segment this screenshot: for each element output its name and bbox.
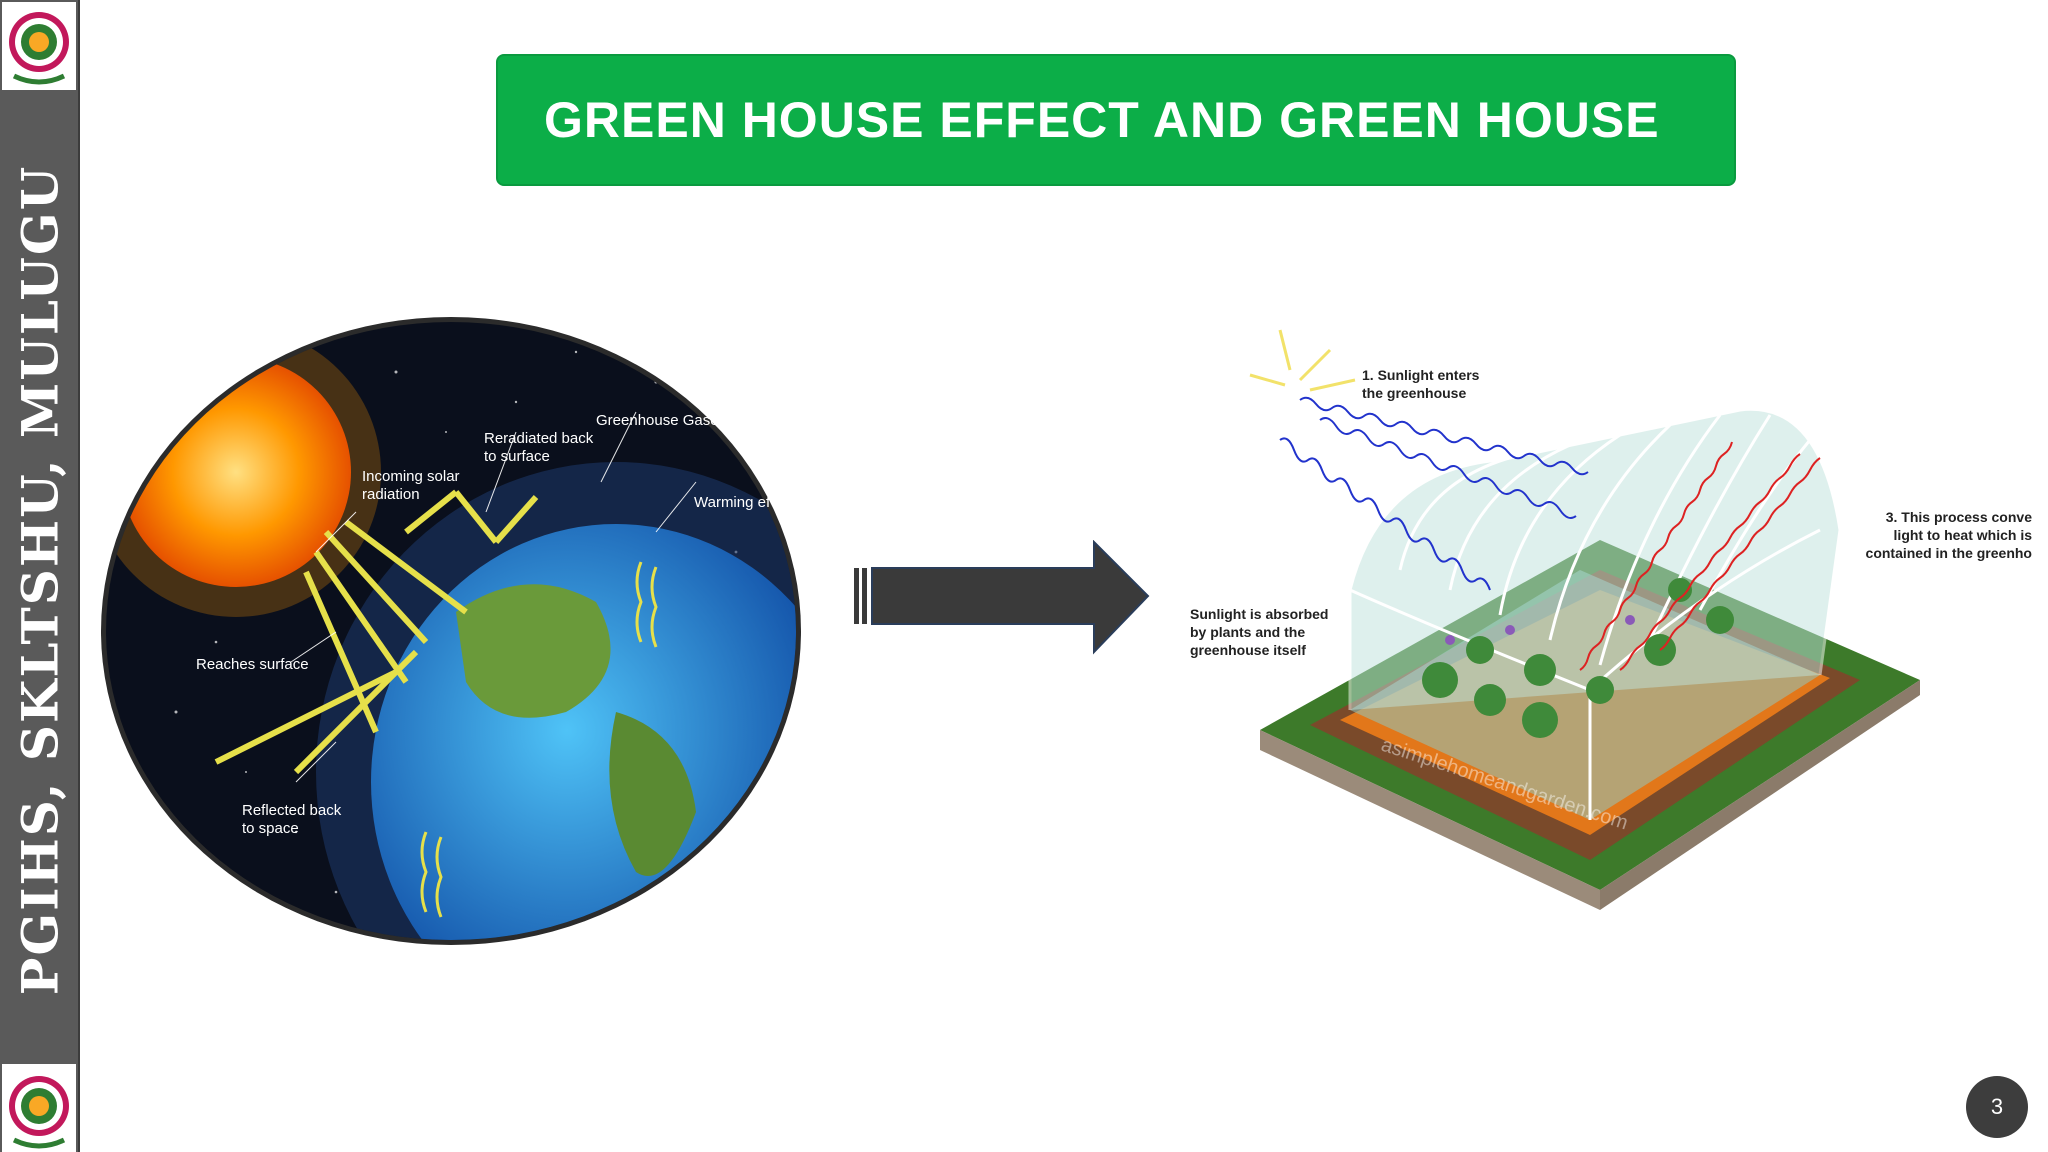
slide-title: GREEN HOUSE EFFECT AND GREEN HOUSE: [544, 92, 1660, 148]
right-arrow-icon: [854, 540, 1150, 655]
greenhouse-effect-illustration: [101, 317, 801, 945]
slide-title-box: GREEN HOUSE EFFECT AND GREEN HOUSE: [496, 54, 1736, 186]
greenhouse-illustration: asimplehomeandgarden.com: [1249, 329, 1920, 910]
label-incoming-solar: Incoming solar radiation: [362, 468, 460, 503]
page-number-badge: 3: [1966, 1076, 2028, 1138]
sidebar-institution-text: PGIHS, SKLTSHU, MULUGU: [10, 164, 70, 996]
university-seal-top: [2, 2, 76, 90]
label-sunlight-enters: 1. Sunlight enters the greenhouse: [1362, 367, 1480, 401]
label-greenhouse-gases: Greenhouse Gases: [596, 412, 727, 429]
label-reradiated: Reradiated back to surface: [484, 430, 594, 465]
university-seal-bottom: [2, 1064, 76, 1152]
label-reaches-surface: Reaches surface: [196, 656, 309, 673]
label-reflected: Reflected back to space: [242, 802, 342, 837]
label-warming: Warming ef: [694, 494, 771, 511]
sidebar-band: [0, 0, 80, 1152]
label-process-converts: 3. This process conve light to heat whic…: [1865, 509, 2032, 561]
label-sunlight-absorbed: Sunlight is absorbed by plants and the g…: [1190, 606, 1329, 658]
